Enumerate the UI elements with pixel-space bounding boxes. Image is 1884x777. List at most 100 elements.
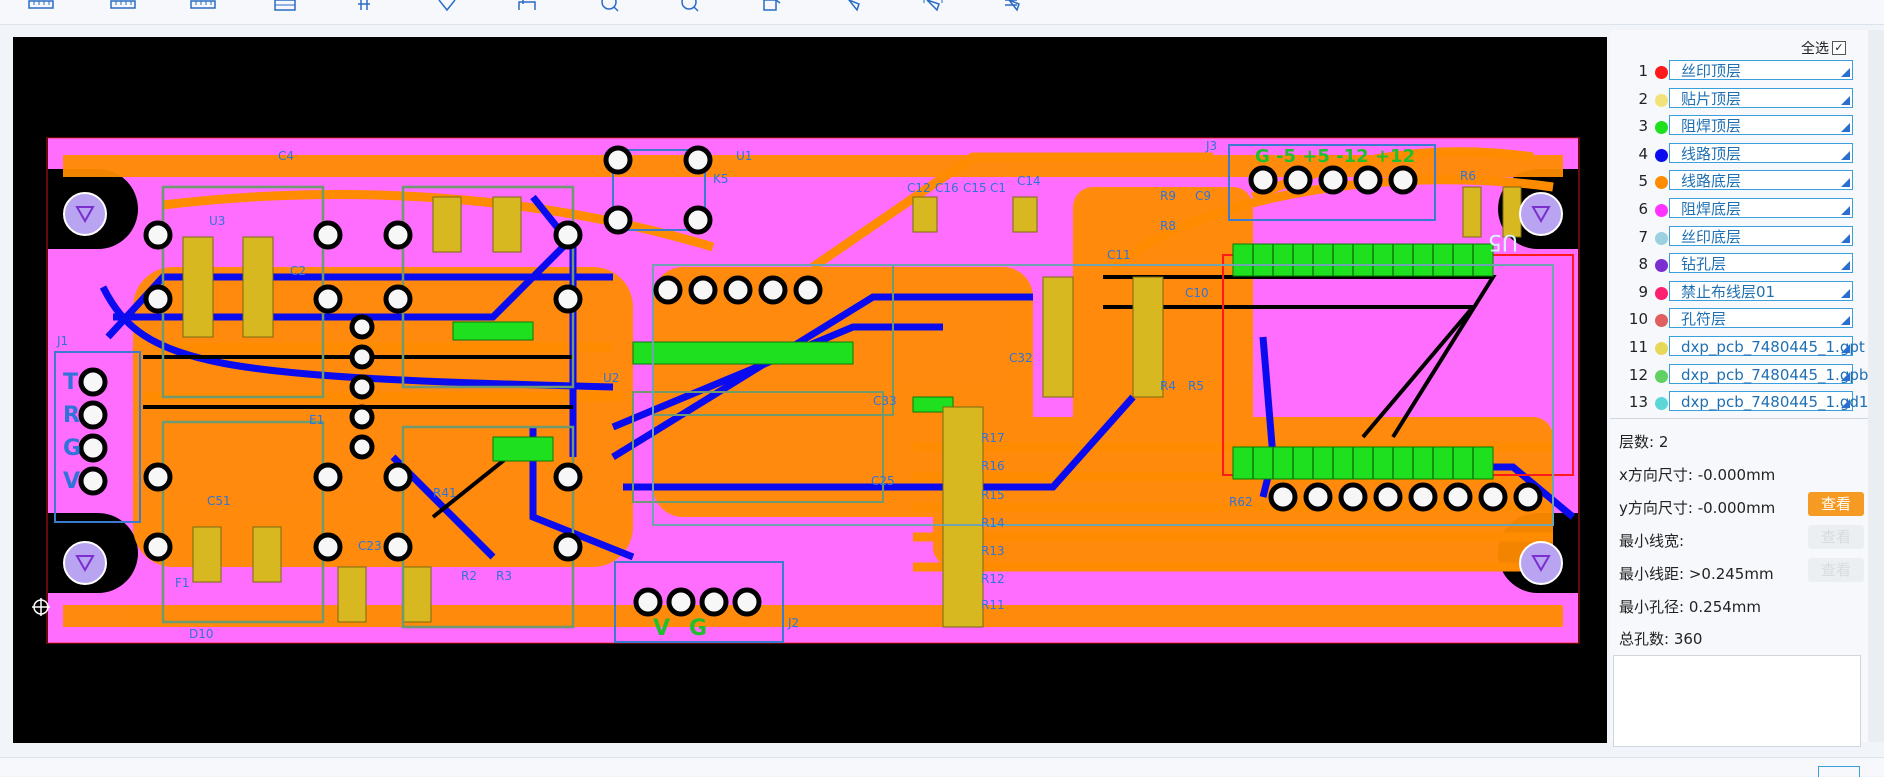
layer-color-dot[interactable] bbox=[1655, 314, 1668, 328]
select-area-icon[interactable] bbox=[918, 0, 948, 14]
layer-row[interactable]: 7 丝印底层 bbox=[1610, 225, 1884, 250]
select-all-checkbox[interactable]: ✓ bbox=[1832, 41, 1846, 55]
layer-name-select[interactable]: 禁止布线层01 bbox=[1669, 280, 1853, 301]
label-r14: R14 bbox=[981, 516, 1005, 530]
label-r13: R13 bbox=[981, 544, 1005, 558]
label-r16: R16 bbox=[981, 459, 1005, 473]
zoom-in-icon[interactable] bbox=[594, 0, 624, 14]
layer-number: 5 bbox=[1638, 172, 1648, 191]
layer-number: 12 bbox=[1628, 365, 1648, 384]
image-icon[interactable] bbox=[270, 0, 300, 14]
label-c51: C51 bbox=[207, 494, 231, 508]
label-r9: R9 bbox=[1160, 189, 1176, 203]
layer-name-select[interactable]: 线路底层 bbox=[1669, 170, 1853, 191]
layer-number: 4 bbox=[1638, 144, 1648, 163]
view-min-width-button[interactable]: 查看 bbox=[1808, 525, 1864, 549]
layer-color-dot[interactable] bbox=[1655, 176, 1668, 190]
status-bar bbox=[0, 757, 1884, 777]
tool-icon[interactable] bbox=[352, 0, 382, 14]
label-d10: D10 bbox=[189, 627, 214, 641]
divider bbox=[1610, 418, 1884, 419]
layer-color-dot[interactable] bbox=[1655, 342, 1668, 355]
layer-color-dot[interactable] bbox=[1655, 286, 1668, 300]
layer-row[interactable]: 13 dxp_pcb_7480445_1.gd1 bbox=[1610, 391, 1884, 415]
label-r41: R41 bbox=[433, 486, 457, 500]
layer-row[interactable]: 10 孔符层 bbox=[1610, 308, 1884, 332]
label-c33: C33 bbox=[873, 394, 897, 408]
info-min-width: 最小线宽: bbox=[1619, 532, 1685, 550]
zoom-out-icon[interactable] bbox=[674, 0, 704, 14]
layer-name-select[interactable]: dxp_pcb_7480445_1.gd1 bbox=[1669, 391, 1868, 412]
layer-name-select[interactable]: 丝印顶层 bbox=[1669, 60, 1853, 80]
label-c4: C4 bbox=[278, 149, 294, 163]
pen-icon[interactable] bbox=[432, 0, 462, 14]
status-widget[interactable] bbox=[1818, 766, 1860, 777]
layer-color-dot[interactable] bbox=[1655, 93, 1668, 107]
label-c12: C12 bbox=[907, 181, 931, 195]
label-c15: C15 bbox=[963, 181, 987, 195]
notes-box[interactable] bbox=[1613, 655, 1861, 747]
layer-color-dot[interactable] bbox=[1655, 369, 1668, 383]
label-c9: C9 bbox=[1195, 189, 1211, 203]
pcb-board-render: C4 U3 C2 U2 K5 U1 C12 C16 C15 C1 C14 R9 … bbox=[32, 137, 1580, 644]
vertical-scrollbar[interactable] bbox=[1868, 30, 1884, 742]
layer-name-select[interactable]: 丝印底层 bbox=[1669, 225, 1853, 246]
label-u3: U3 bbox=[209, 214, 225, 228]
select-icon[interactable] bbox=[838, 0, 868, 14]
label-j1-r: R bbox=[63, 403, 80, 428]
label-j2-v: V bbox=[653, 616, 670, 641]
layer-row[interactable]: 1 丝印顶层 bbox=[1610, 60, 1884, 84]
rotate-icon[interactable] bbox=[756, 0, 786, 14]
min-hole-value: 0.254mm bbox=[1688, 598, 1762, 616]
y-size-value: -0.000mm bbox=[1697, 499, 1776, 517]
select-all[interactable]: 全选 ✓ bbox=[1801, 38, 1846, 58]
layer-color-dot[interactable] bbox=[1655, 397, 1668, 411]
layer-name-select[interactable]: 贴片顶层 bbox=[1669, 87, 1853, 108]
layer-number: 1 bbox=[1638, 62, 1648, 80]
layer-name-select[interactable]: dxp_pcb_7480445_1.gpb bbox=[1669, 363, 1868, 384]
label-k5: K5 bbox=[713, 172, 729, 186]
layer-name-select[interactable]: 线路顶层 bbox=[1669, 142, 1853, 163]
layer-number: 9 bbox=[1638, 282, 1648, 301]
layer-number: 7 bbox=[1638, 227, 1648, 246]
label-c10: C10 bbox=[1185, 286, 1209, 300]
x-size-value: -0.000mm bbox=[1697, 466, 1776, 484]
layer-name-select[interactable]: 孔符层 bbox=[1669, 308, 1853, 329]
label-r2: R2 bbox=[461, 569, 477, 583]
label-f1: F1 bbox=[175, 576, 190, 590]
layer-row[interactable]: 12 dxp_pcb_7480445_1.gpb bbox=[1610, 363, 1884, 388]
view-min-spacing-button[interactable]: 查看 bbox=[1808, 558, 1864, 582]
label-r12: R12 bbox=[981, 572, 1005, 586]
layer-row[interactable]: 5 线路底层 bbox=[1610, 170, 1884, 194]
label-r5: R5 bbox=[1188, 379, 1204, 393]
layer-color-dot[interactable] bbox=[1655, 121, 1668, 135]
ruler-icon[interactable] bbox=[26, 0, 56, 14]
layer-number: 10 bbox=[1628, 310, 1648, 329]
view-button[interactable]: 查看 bbox=[1808, 492, 1864, 516]
label-j1: J1 bbox=[56, 334, 68, 348]
toolbar bbox=[0, 0, 1884, 25]
layer-name-select[interactable]: 钻孔层 bbox=[1669, 253, 1853, 274]
layer-name-select[interactable]: dxp_pcb_7480445_1.gpt bbox=[1669, 336, 1865, 356]
ruler-icon[interactable] bbox=[108, 0, 138, 14]
label-r17: R17 bbox=[981, 431, 1005, 445]
layer-color-dot[interactable] bbox=[1655, 148, 1668, 162]
ruler-icon[interactable] bbox=[188, 0, 218, 14]
pcb-viewer-canvas[interactable]: C4 U3 C2 U2 K5 U1 C12 C16 C15 C1 C14 R9 … bbox=[13, 37, 1607, 743]
layers-icon[interactable] bbox=[512, 0, 542, 14]
measure-icon[interactable] bbox=[998, 0, 1028, 14]
layer-color-dot[interactable] bbox=[1655, 66, 1668, 79]
layer-row[interactable]: 4 线路顶层 bbox=[1610, 142, 1884, 167]
layer-number: 13 bbox=[1628, 393, 1648, 412]
layer-color-dot[interactable] bbox=[1655, 259, 1668, 273]
layer-name-select[interactable]: 阻焊顶层 bbox=[1669, 115, 1853, 136]
layer-color-dot[interactable] bbox=[1655, 231, 1668, 245]
layer-color-dot[interactable] bbox=[1655, 204, 1668, 217]
layer-row[interactable]: 9 禁止布线层01 bbox=[1610, 280, 1884, 305]
layer-name-select[interactable]: 阻焊底层 bbox=[1669, 198, 1853, 218]
